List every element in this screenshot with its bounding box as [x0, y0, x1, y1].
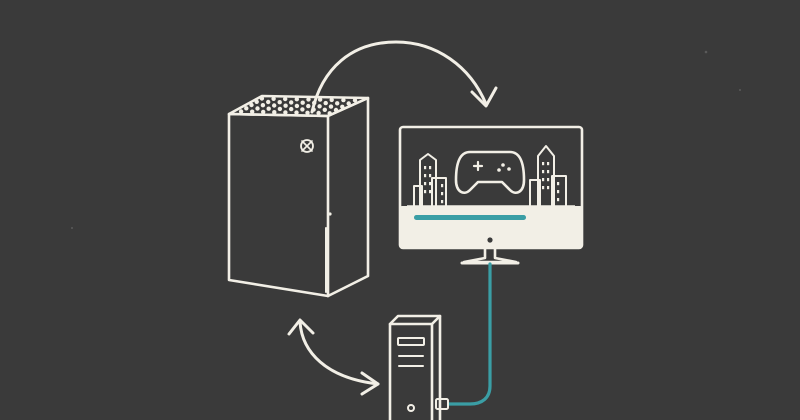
vent-dot — [272, 110, 277, 115]
building-window — [424, 166, 427, 170]
vent-dot — [238, 109, 244, 114]
building-window — [557, 198, 560, 202]
arrow-head — [470, 86, 498, 108]
vent-dot — [316, 110, 321, 116]
vent-dot — [305, 110, 310, 116]
building-window — [424, 190, 427, 194]
vent-dot — [289, 100, 294, 105]
vent-dot — [352, 98, 358, 103]
arrow-console-to-monitor — [310, 40, 498, 114]
vent-dot — [306, 97, 311, 102]
vent-dot — [294, 97, 299, 102]
progress-bar-fill — [414, 215, 526, 220]
vent-dot — [250, 109, 255, 114]
building-window — [542, 170, 545, 174]
vent-dot — [306, 103, 311, 109]
desktop-pc-tower — [388, 314, 442, 420]
vent-dot — [266, 99, 271, 105]
vent-dot — [333, 107, 339, 113]
vent-dot — [335, 101, 340, 106]
vent-dot — [260, 103, 266, 108]
vent-dot — [259, 96, 265, 101]
vent-dot — [271, 96, 276, 102]
building-window — [441, 192, 444, 196]
vent-dot — [283, 96, 288, 102]
city-skyline — [407, 145, 575, 207]
pc-right-edge — [430, 314, 442, 420]
building-window — [441, 184, 444, 188]
cable-plug — [435, 398, 449, 410]
vent-dot — [249, 102, 254, 108]
building-window — [557, 190, 560, 194]
monitor-stand — [462, 248, 518, 264]
vent-dot — [317, 97, 323, 102]
vent-dot — [317, 104, 322, 109]
building-window — [547, 170, 550, 174]
vent-dot — [254, 99, 259, 105]
vent-dot — [340, 104, 345, 110]
background-dots — [71, 50, 741, 229]
vent-dot — [346, 101, 351, 106]
vent-dot — [294, 103, 300, 109]
arrow-head-top — [287, 318, 315, 336]
building-window — [429, 174, 432, 178]
xbox-console — [227, 94, 370, 298]
vent-dot — [328, 104, 334, 109]
pc-drive-bay-1 — [397, 337, 425, 346]
vent-dot — [261, 109, 266, 115]
building-window — [542, 178, 545, 182]
arrow-curve-bottom — [298, 320, 380, 386]
vent-dot — [266, 106, 271, 111]
pc-power-button — [407, 404, 415, 412]
vent-dot — [283, 103, 288, 108]
building-window — [547, 162, 550, 166]
vent-dot — [322, 107, 327, 113]
console-front-face — [227, 112, 330, 298]
vent-dot — [277, 100, 282, 105]
arrow-head-bottom — [360, 371, 380, 396]
monitor-power-dot — [487, 237, 493, 243]
vent-dot — [300, 100, 305, 105]
console-vent-grille — [238, 96, 358, 116]
vent-dot — [272, 103, 277, 108]
console-button — [328, 212, 332, 216]
vent-dot — [300, 107, 305, 112]
vent-dot — [277, 106, 283, 112]
building-window — [441, 200, 444, 204]
vent-dot — [255, 106, 260, 111]
vent-dot — [244, 106, 249, 111]
building-window — [424, 174, 427, 178]
building-window — [429, 182, 432, 186]
building-window — [547, 178, 550, 182]
arrow-curve — [310, 40, 488, 114]
pc-to-monitor-cable — [444, 262, 492, 406]
building-window — [557, 182, 560, 186]
vent-dot — [294, 110, 299, 115]
vent-dot — [341, 97, 346, 103]
vent-dot — [329, 97, 334, 103]
vent-dot — [283, 110, 288, 115]
building-window — [547, 186, 550, 190]
vent-dot — [323, 100, 328, 106]
building-window — [542, 162, 545, 166]
building-window — [424, 182, 427, 186]
arrow-pc-to-console — [287, 318, 380, 396]
gamepad-icon — [454, 150, 526, 194]
building-windows — [424, 162, 560, 204]
building-window — [542, 186, 545, 190]
vent-dot — [289, 106, 294, 112]
console-side-face — [326, 96, 370, 298]
vent-dot — [327, 111, 332, 116]
xbox-logo-icon — [300, 139, 314, 153]
building-window — [429, 166, 432, 170]
building-window — [429, 190, 432, 194]
